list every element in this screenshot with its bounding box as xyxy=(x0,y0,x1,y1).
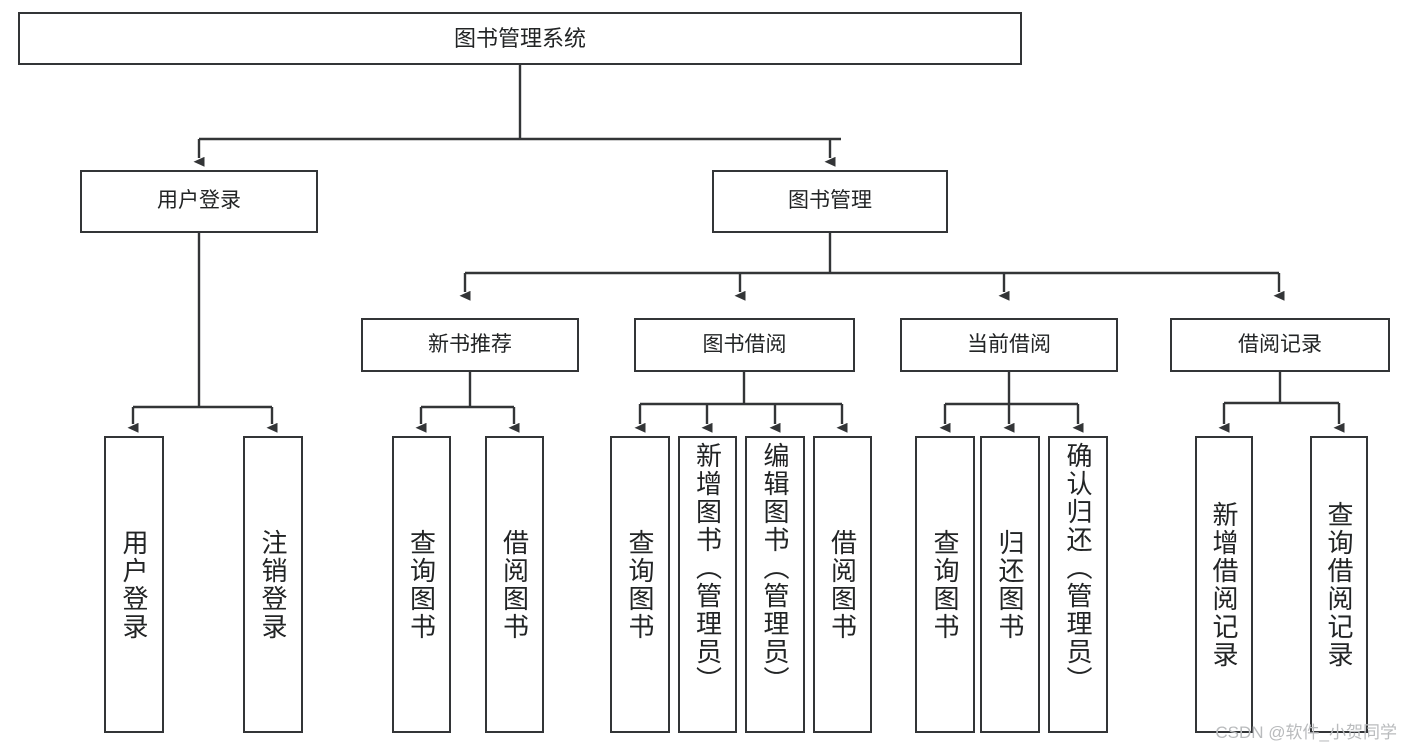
node-label: 新书推荐 xyxy=(428,332,512,356)
leaf-borrow-borrow-book[interactable]: 借阅图书 xyxy=(813,436,872,733)
node-label: 注销登录 xyxy=(258,528,288,641)
node-label: 借阅图书 xyxy=(827,528,858,641)
node-label: 确认归还（管理员） xyxy=(1063,442,1093,694)
node-borrow-records[interactable]: 借阅记录 xyxy=(1170,318,1390,372)
leaf-borrow-query-book[interactable]: 查询图书 xyxy=(610,436,670,733)
node-label: 图书借阅 xyxy=(702,332,787,356)
leaf-new-book-borrow[interactable]: 借阅图书 xyxy=(485,436,544,733)
leaf-records-add-record[interactable]: 新增借阅记录 xyxy=(1195,436,1253,733)
node-label: 当前借阅 xyxy=(967,332,1051,356)
node-current-borrow[interactable]: 当前借阅 xyxy=(900,318,1118,372)
leaf-current-return-book[interactable]: 归还图书 xyxy=(980,436,1040,733)
leaf-user-login-logout[interactable]: 注销登录 xyxy=(243,436,303,733)
leaf-user-login-login[interactable]: 用户登录 xyxy=(104,436,164,733)
leaf-new-book-query[interactable]: 查询图书 xyxy=(392,436,451,733)
node-user-login[interactable]: 用户登录 xyxy=(80,170,318,233)
node-label: 用户登录 xyxy=(157,189,241,213)
leaf-borrow-edit-book-admin[interactable]: 编辑图书（管理员） xyxy=(745,436,805,733)
node-label: 借阅图书 xyxy=(499,528,530,641)
leaf-current-query-book[interactable]: 查询图书 xyxy=(915,436,975,733)
leaf-current-confirm-return-admin[interactable]: 确认归还（管理员） xyxy=(1048,436,1108,733)
node-label: 借阅记录 xyxy=(1238,332,1322,356)
node-label: 查询借阅记录 xyxy=(1324,500,1354,669)
node-label: 新增图书（管理员） xyxy=(692,442,723,694)
node-label: 用户登录 xyxy=(119,528,149,641)
node-root-图书管理系统[interactable]: 图书管理系统 xyxy=(18,12,1022,65)
node-label: 查询图书 xyxy=(625,528,655,641)
node-label: 编辑图书（管理员） xyxy=(760,442,790,694)
node-label: 查询图书 xyxy=(406,528,437,641)
leaf-borrow-add-book-admin[interactable]: 新增图书（管理员） xyxy=(678,436,737,733)
node-label: 图书管理 xyxy=(788,189,872,213)
node-label: 查询图书 xyxy=(930,528,960,641)
node-label: 归还图书 xyxy=(995,528,1025,641)
node-label: 图书管理系统 xyxy=(453,25,586,51)
node-label: 新增借阅记录 xyxy=(1209,500,1239,669)
node-new-book-recommend[interactable]: 新书推荐 xyxy=(361,318,579,372)
leaf-records-query-record[interactable]: 查询借阅记录 xyxy=(1310,436,1368,733)
node-book-management[interactable]: 图书管理 xyxy=(712,170,948,233)
node-book-borrow[interactable]: 图书借阅 xyxy=(634,318,855,372)
